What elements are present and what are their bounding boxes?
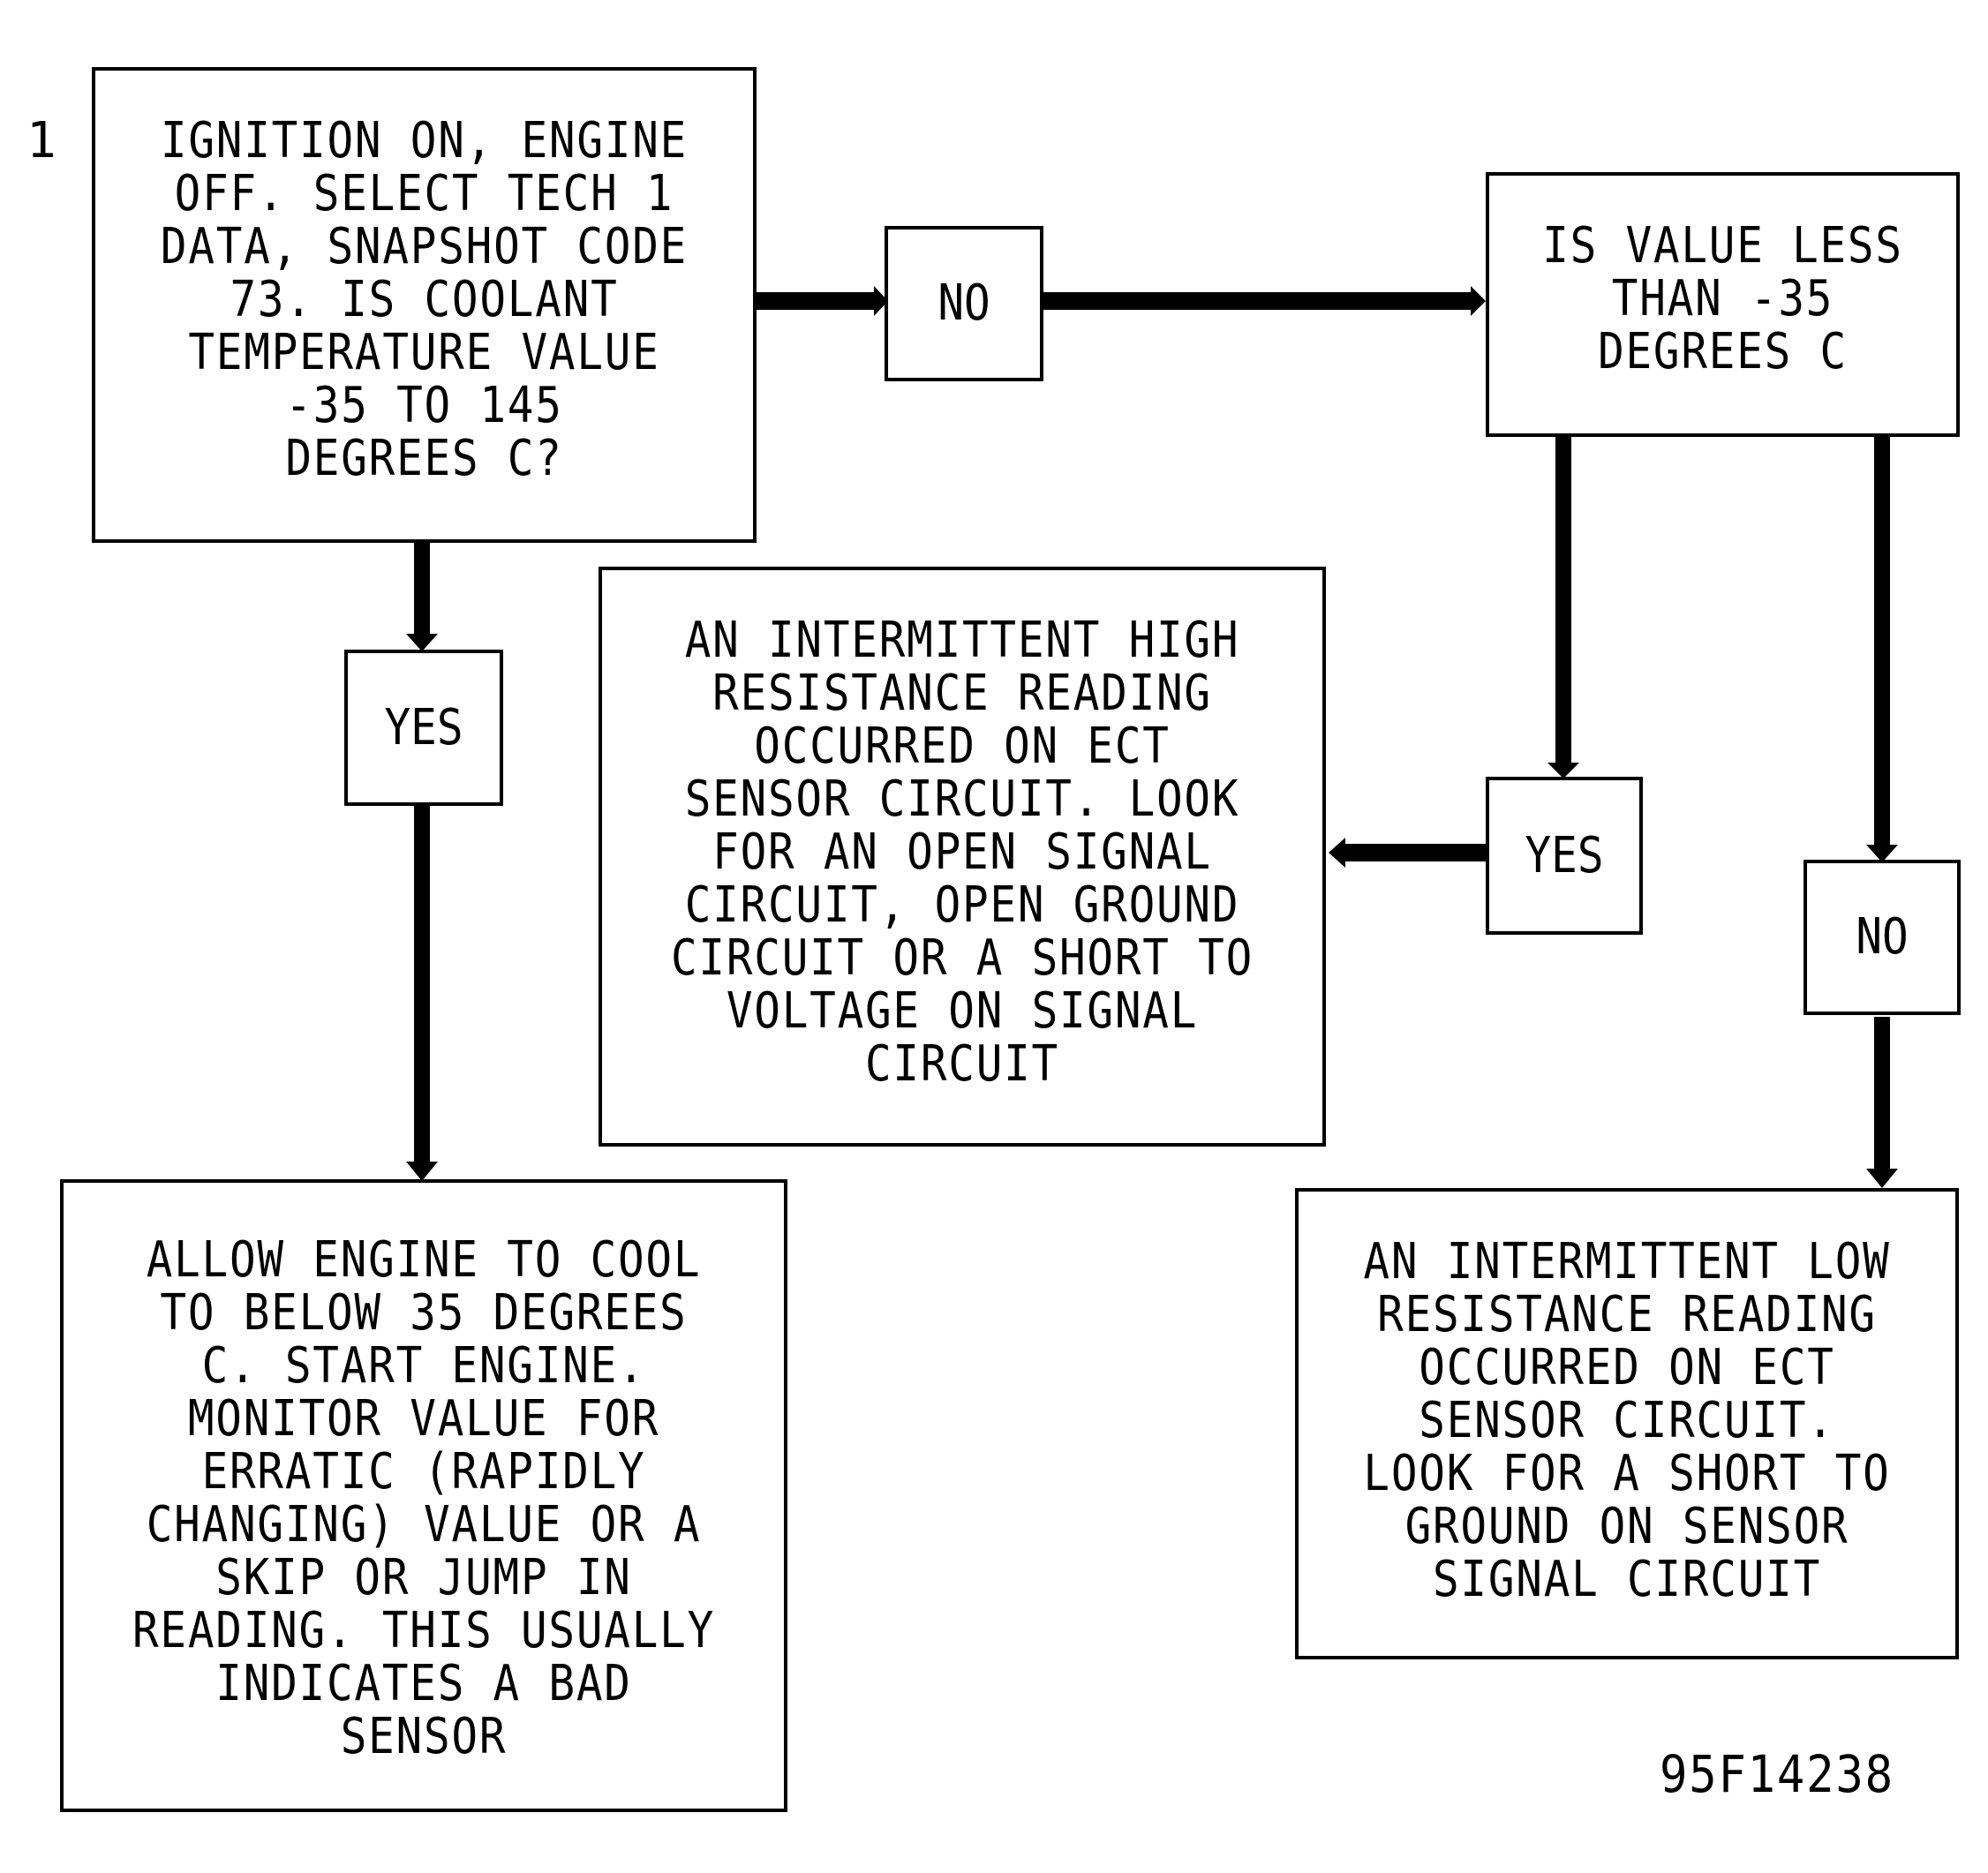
question-box: IS VALUE LESS THAN -35 DEGREES C bbox=[1486, 172, 1960, 437]
step-number: 1 bbox=[26, 112, 56, 169]
figure-id: 95F14238 bbox=[1660, 1744, 1894, 1804]
connector-no-to-low bbox=[1874, 1017, 1890, 1172]
arrowhead-high bbox=[1329, 838, 1345, 868]
connector-yes-to-cool bbox=[414, 803, 430, 1165]
yes-label-left: YES bbox=[384, 698, 463, 756]
no-label-box-right: NO bbox=[1804, 860, 1961, 1015]
low-resistance-box: AN INTERMITTENT LOW RESISTANCE READING O… bbox=[1295, 1188, 1959, 1659]
start-box: IGNITION ON, ENGINE OFF. SELECT TECH 1 D… bbox=[92, 67, 757, 543]
yes-label-box-left: YES bbox=[344, 650, 503, 806]
connector-start-to-no bbox=[753, 292, 877, 310]
high-resistance-text: AN INTERMITTENT HIGH RESISTANCE READING … bbox=[670, 612, 1254, 1093]
connector-question-to-no bbox=[1874, 435, 1890, 848]
arrowhead-no-right bbox=[1866, 845, 1898, 862]
yes-label-box-right: YES bbox=[1486, 777, 1643, 935]
connector-no-to-question bbox=[1042, 292, 1474, 310]
arrowhead-no-top bbox=[874, 286, 888, 316]
high-resistance-box: AN INTERMITTENT HIGH RESISTANCE READING … bbox=[599, 567, 1326, 1147]
connector-start-to-yes bbox=[414, 541, 430, 638]
cool-engine-box: ALLOW ENGINE TO COOL TO BELOW 35 DEGREES… bbox=[60, 1179, 787, 1812]
arrowhead-low bbox=[1866, 1169, 1898, 1188]
low-resistance-text: AN INTERMITTENT LOW RESISTANCE READING O… bbox=[1363, 1233, 1891, 1608]
yes-label-right: YES bbox=[1525, 826, 1604, 884]
no-label-box-top: NO bbox=[885, 226, 1043, 381]
connector-question-to-yes bbox=[1555, 435, 1571, 766]
arrowhead-yes-right bbox=[1547, 763, 1579, 779]
cool-engine-text: ALLOW ENGINE TO COOL TO BELOW 35 DEGREES… bbox=[132, 1231, 715, 1765]
arrowhead-cool bbox=[406, 1162, 438, 1181]
arrowhead-yes-left bbox=[406, 634, 438, 651]
arrowhead-question bbox=[1471, 286, 1486, 316]
start-box-text: IGNITION ON, ENGINE OFF. SELECT TECH 1 D… bbox=[160, 112, 689, 487]
question-box-text: IS VALUE LESS THAN -35 DEGREES C bbox=[1542, 217, 1903, 380]
no-label-top: NO bbox=[938, 275, 990, 332]
no-label-right: NO bbox=[1856, 908, 1909, 966]
connector-yes-to-high bbox=[1342, 844, 1490, 861]
